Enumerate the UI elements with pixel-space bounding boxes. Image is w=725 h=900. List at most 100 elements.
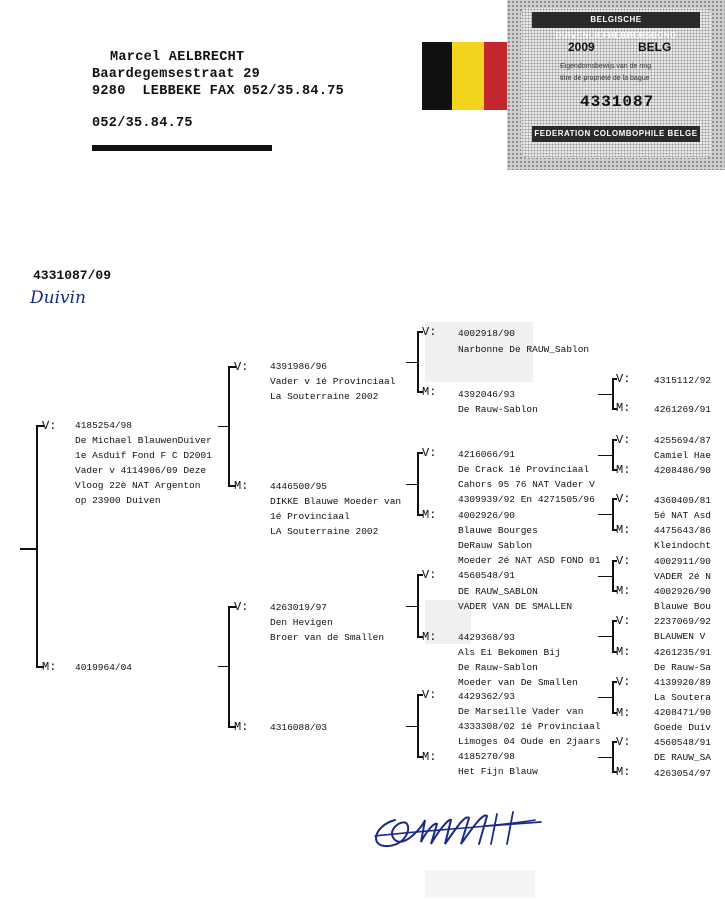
- gen4-line: VADER 2é N: [654, 571, 712, 582]
- gen3-ring: 4429368/93: [458, 632, 516, 643]
- gen4-bracket: [612, 681, 614, 714]
- gen3-bracket-tick: [417, 514, 423, 516]
- gen3-bracket-stem: [406, 726, 417, 727]
- gen4-bracket-stem: [598, 514, 612, 515]
- gen2-bottom-bracket-top: [228, 606, 236, 608]
- ring-country: BELG: [638, 40, 672, 54]
- gen3-ring: 4216066/91: [458, 449, 516, 460]
- gen4-ring: 4139920/89: [654, 677, 712, 688]
- gen2-vv-ring: 4391986/96: [270, 361, 328, 372]
- gen3-line: 4309939/92 En 4271505/96: [458, 494, 595, 505]
- gen3-line: Blauwe Bourges: [458, 525, 538, 536]
- gen3-line: Het Fijn Blauw: [458, 766, 538, 777]
- gen4-label-m: M:: [616, 523, 631, 537]
- gen4-line: Blauwe Bou: [654, 601, 712, 612]
- gen2-vm-line: 1é Provinciaal: [270, 511, 350, 522]
- gen4-bracket-tick: [612, 620, 617, 622]
- gen4-ring: 4002926/90: [654, 586, 712, 597]
- gen2-bottom-stem: [218, 666, 228, 667]
- gen4-label-m: M:: [616, 463, 631, 477]
- gen3-label-v: V:: [422, 325, 437, 339]
- gen3-line: De Rauw-Sablon: [458, 662, 538, 673]
- scan-shade: [425, 600, 471, 644]
- gen3-ring: 4185270/98: [458, 751, 516, 762]
- gen3-bracket-3: [417, 574, 419, 638]
- ring-year: 2009: [568, 40, 595, 54]
- pigeon-ring: 4331087/09: [33, 268, 112, 283]
- ring-line1: Eigendomsbewijs van de ring: [560, 63, 652, 70]
- gen2-mv-line: Broer van de Smallen: [270, 632, 385, 643]
- gen4-label-v: V:: [616, 554, 631, 568]
- gen3-label-v: V:: [422, 446, 437, 460]
- gen3-ring: 4002926/90: [458, 510, 516, 521]
- gen4-ring: 4475643/86: [654, 525, 712, 536]
- gen1-v-line: op 23900 Duiven: [75, 495, 161, 506]
- gen1-stem: [20, 548, 36, 550]
- gen2-mm-ring: 4316088/03: [270, 722, 328, 733]
- gen2-mm-label: M:: [234, 720, 249, 734]
- gen2-mv-ring: 4263019/97: [270, 602, 328, 613]
- gen3-bracket-tick: [417, 391, 423, 393]
- gen3-bracket-1: [417, 331, 419, 393]
- scan-shade: [425, 870, 535, 898]
- gen3-bracket-tick: [417, 694, 423, 696]
- header-underline: [92, 145, 272, 151]
- gen4-line: DE RAUW_SA: [654, 752, 712, 763]
- gen4-label-m: M:: [616, 584, 631, 598]
- gen2-top-bracket-top: [228, 366, 236, 368]
- gen3-bracket-stem: [406, 484, 417, 485]
- gen4-bracket-tick: [612, 439, 617, 441]
- gen3-bracket-2: [417, 452, 419, 516]
- gen3-ring: 4560548/91: [458, 570, 516, 581]
- gen4-bracket-stem: [598, 394, 612, 395]
- gen4-bracket: [612, 439, 614, 471]
- gen1-v-label: V:: [42, 419, 57, 433]
- gen4-line: Kleindocht: [654, 540, 712, 551]
- gen3-label-m: M:: [422, 750, 437, 764]
- gen4-bracket-tick: [612, 378, 617, 380]
- gen1-m-label: M:: [42, 660, 57, 674]
- gen4-bracket-stem: [598, 576, 612, 577]
- gen3-bracket-tick: [417, 331, 423, 333]
- gen4-bracket-tick: [612, 498, 617, 500]
- gen3-line: 4333308/02 1é Provinciaal: [458, 721, 601, 732]
- gen2-top-bracket-bottom: [228, 485, 236, 487]
- gen4-ring: 4360409/81: [654, 495, 712, 506]
- gen2-bottom-bracket-bottom: [228, 726, 236, 728]
- gen4-ring: 4261235/91: [654, 647, 712, 658]
- gen3-bracket-4: [417, 694, 419, 758]
- gen4-ring: 4560548/91: [654, 737, 712, 748]
- gen3-line: VADER VAN DE SMALLEN: [458, 601, 573, 612]
- gen4-ring: 4261269/91: [654, 404, 712, 415]
- gen4-ring: 4255694/87: [654, 435, 712, 446]
- gen2-vm-line: LA Souterraine 2002: [270, 526, 379, 537]
- owner-name: Marcel AELBRECHT: [110, 50, 245, 65]
- gen1-bracket: [36, 425, 38, 668]
- gen4-line: 5é NAT Asd: [654, 510, 712, 521]
- gen1-bracket-top: [36, 425, 44, 427]
- gen4-label-m: M:: [616, 401, 631, 415]
- gen4-label-v: V:: [616, 735, 631, 749]
- gen3-label-v: V:: [422, 688, 437, 702]
- gen4-bracket-stem: [598, 697, 612, 698]
- gen2-vm-line: DIKKE Blauwe Moeder van: [270, 496, 402, 507]
- gen4-line: La Soutera: [654, 692, 712, 703]
- ring-number: 4331087: [580, 93, 655, 111]
- gen4-bracket-tick: [612, 529, 617, 531]
- gen3-label-m: M:: [422, 630, 437, 644]
- gen3-line: De Crack 1é Provinciaal: [458, 464, 590, 475]
- gen4-bracket-tick: [612, 408, 617, 410]
- ring-top-band: BELGISCHE DUIVENLIEFHEBBERSBOND: [532, 12, 700, 40]
- gen4-label-v: V:: [616, 433, 631, 447]
- gen4-bracket: [612, 378, 614, 410]
- gen4-label-v: V:: [616, 492, 631, 506]
- gen4-bracket: [612, 620, 614, 653]
- gen4-bracket-tick: [612, 590, 617, 592]
- gen1-v-ring: 4185254/98: [75, 420, 133, 431]
- gen4-bracket-tick: [612, 712, 617, 714]
- gen3-bracket-stem: [406, 606, 417, 607]
- gen4-bracket-stem: [598, 636, 612, 637]
- gen2-vv-line: Vader v 1é Provinciaal: [270, 376, 396, 387]
- gen4-label-m: M:: [616, 765, 631, 779]
- gen2-vm-label: M:: [234, 479, 249, 493]
